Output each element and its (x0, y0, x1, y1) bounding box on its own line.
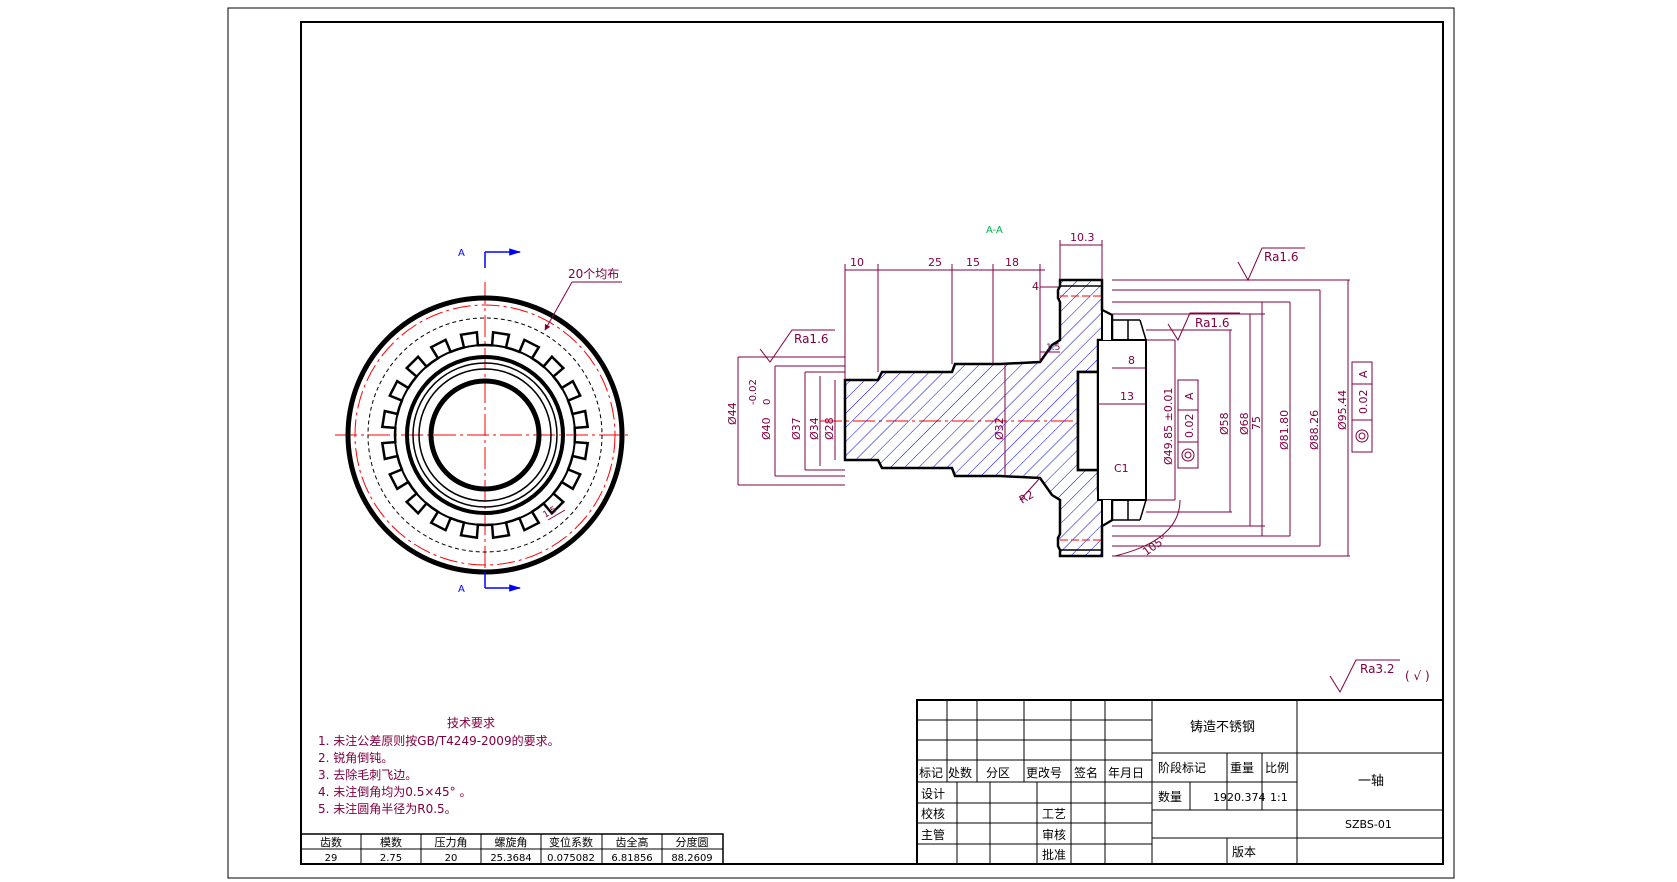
teeth-note: 20个均布 (568, 267, 619, 281)
dim-top-1: 25 (928, 256, 942, 269)
section-view: A-A (726, 225, 1373, 558)
general-roughness: Ra3.2 ( √ ) (1329, 659, 1430, 694)
tol-40-lower: 0 (762, 399, 773, 405)
gear-table: 齿数 模数 压力角 螺旋角 变位系数 齿全高 分度圆 29 2.75 20 25… (300, 833, 724, 865)
dim-top-0: 10 (850, 256, 864, 269)
section-marker-top: A (458, 248, 465, 259)
scale-label: 比例 (1265, 761, 1289, 775)
dim-1-5: 1.5 (1046, 343, 1060, 353)
gtol-95-datum: A (1357, 370, 1370, 378)
inner-frame (300, 21, 1444, 865)
dim-75: 75 (1250, 416, 1263, 430)
diam-37: Ø37 (790, 417, 803, 440)
part-name: 一轴 (1358, 774, 1384, 789)
rev-h-0: 标记 (919, 766, 943, 780)
approve-label: 批准 (1042, 847, 1066, 862)
gear-th-1: 模数 (380, 836, 402, 849)
gear-th-4: 变位系数 (549, 835, 593, 849)
rev-h-5: 年月日 (1108, 766, 1144, 780)
design-label: 设计 (921, 787, 945, 801)
drawing-no: SZBS-01 (1345, 818, 1392, 831)
diam-58: Ø58 (1218, 412, 1231, 435)
diam-44: Ø44 (726, 402, 739, 425)
weight-label: 重量 (1230, 761, 1254, 775)
dim-top-2: 15 (966, 256, 980, 269)
dim-top-3: 18 (1005, 256, 1019, 269)
radius-r2: R2 (1017, 488, 1036, 507)
diam-32: Ø32 (993, 417, 1006, 440)
qty-label: 数量 (1158, 789, 1182, 804)
diam-34: Ø34 (808, 417, 821, 440)
scale-value: 1:1 (1270, 791, 1288, 804)
rev-h-3: 更改号 (1026, 766, 1062, 780)
tech-item-3: 3. 去除毛刺飞边。 (318, 767, 417, 782)
tech-item-4: 4. 未注倒角均为0.5×45° 。 (318, 784, 472, 799)
dim-13: 13 (1120, 390, 1134, 403)
weight-value: 1920.374 (1213, 791, 1266, 804)
tech-title: 技术要求 (447, 716, 495, 730)
general-roughness-label: Ra3.2 (1360, 662, 1395, 676)
gtol-49-datum: A (1183, 392, 1196, 400)
gear-td-5: 6.81856 (611, 853, 652, 864)
diam-88-26: Ø88.26 (1308, 410, 1321, 450)
tol-40-upper: -0.02 (748, 379, 759, 405)
tech-item-5: 5. 未注圆角半径为R0.5。 (318, 801, 457, 816)
diam-28: Ø28 (823, 417, 836, 440)
chamfer-c1: C1 (1114, 462, 1129, 475)
gtol-95-value: 0.02 (1357, 390, 1370, 415)
section-title: A-A (986, 225, 1003, 236)
tech-item-1: 1. 未注公差原则按GB/T4249-2009的要求。 (318, 733, 560, 748)
gear-th-5: 齿全高 (616, 835, 649, 849)
gear-th-3: 螺旋角 (495, 835, 528, 849)
review-label: 审核 (1042, 827, 1066, 842)
general-roughness-suffix: ( √ ) (1405, 669, 1430, 683)
tech-requirements: 技术要求 1. 未注公差原则按GB/T4249-2009的要求。 2. 锐角倒钝… (318, 716, 560, 816)
diam-95-44: Ø95.44 (1336, 390, 1349, 430)
dim-4: 4 (1032, 280, 1039, 293)
tech-item-2: 2. 锐角倒钝。 (318, 751, 393, 765)
version-label: 版本 (1232, 845, 1256, 859)
roughness-mid: Ra1.6 (1195, 316, 1230, 330)
diam-49-85: Ø49.85 ±0.01 (1162, 388, 1175, 465)
gear-td-6: 88.2609 (671, 853, 712, 864)
check-label: 校核 (921, 806, 945, 821)
stage-label: 阶段标记 (1158, 760, 1206, 775)
roughness-left: Ra1.6 (794, 332, 829, 346)
gtol-49-value: 0.02 (1183, 414, 1196, 439)
section-marker-bottom: A (458, 584, 465, 595)
gear-th-0: 齿数 (320, 836, 342, 849)
rev-h-1: 处数 (948, 765, 972, 780)
dim-8: 8 (1128, 354, 1135, 367)
diam-68: Ø68 (1238, 412, 1251, 435)
gear-td-4: 0.075082 (547, 853, 595, 864)
tol-40: Ø40 (760, 417, 773, 440)
gear-th-2: 压力角 (435, 836, 468, 849)
rev-h-4: 签名 (1074, 765, 1098, 780)
dim-10-3: 10.3 (1070, 231, 1095, 244)
gear-th-6: 分度圆 (676, 835, 709, 849)
gear-td-3: 25.3684 (490, 853, 531, 864)
front-view: 20个均布 1.5 A A (335, 248, 632, 595)
diam-81-80: Ø81.80 (1278, 410, 1291, 450)
material: 铸造不锈钢 (1190, 719, 1255, 735)
gear-td-0: 29 (325, 853, 338, 864)
title-block: 标记 处数 分区 更改号 签名 年月日 设计 校核 主管 工艺 审核 批准 铸造… (916, 699, 1444, 865)
outer-frame (227, 7, 1455, 879)
shaft-section-upper (843, 278, 1114, 558)
gear-td-1: 2.75 (380, 853, 402, 864)
roughness-top: Ra1.6 (1264, 250, 1299, 264)
supervisor-label: 主管 (921, 827, 945, 842)
process-label: 工艺 (1042, 807, 1066, 821)
gear-td-2: 20 (445, 853, 458, 864)
rev-h-2: 分区 (986, 766, 1010, 780)
